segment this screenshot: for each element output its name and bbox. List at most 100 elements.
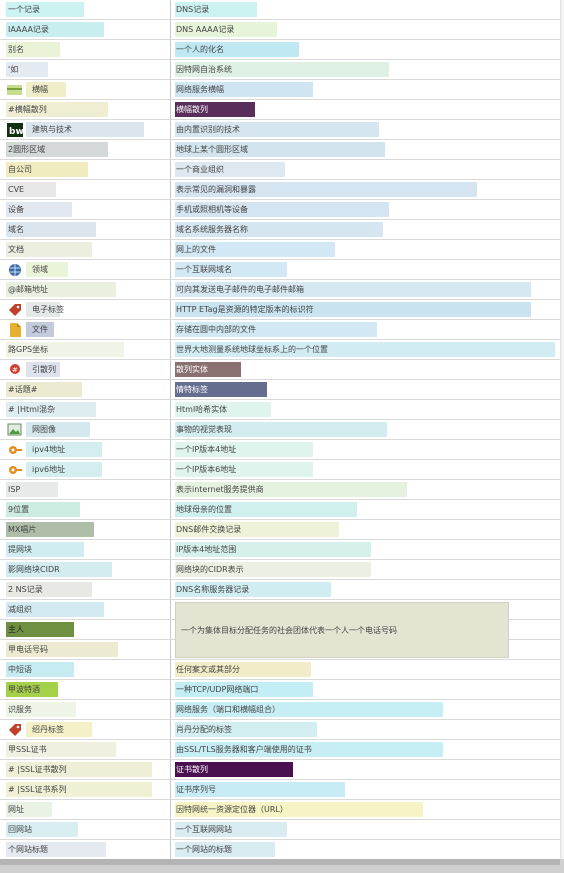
- entity-name-cell: # |SSL证书散列: [0, 760, 171, 779]
- table-row[interactable]: 2圆形区域地球上某个圆形区域: [0, 140, 560, 160]
- horizontal-scroll-thumb[interactable]: [0, 859, 560, 865]
- vertical-scroll-track[interactable]: [560, 0, 564, 859]
- entity-name-label: 识服务: [8, 705, 32, 714]
- entity-name-label: 设备: [8, 205, 24, 214]
- table-row[interactable]: #引散列散列实体: [0, 360, 560, 380]
- entity-description-label: Html哈希实体: [176, 405, 228, 414]
- table-row[interactable]: 别名一个人的化名: [0, 40, 560, 60]
- entity-name-label: 甲电话号码: [8, 645, 48, 654]
- description-highlight: [175, 62, 389, 77]
- entity-description-label: 域名系统服务器名称: [176, 225, 248, 234]
- entity-name-cell: 域名: [0, 220, 171, 239]
- entity-description-cell: 一个IP版本6地址: [171, 460, 560, 479]
- table-row[interactable]: 甲波特酒一种TCP/UDP网络端口: [0, 680, 560, 700]
- entity-description-label: 可向其发送电子邮件的电子邮件邮箱: [176, 285, 304, 294]
- name-highlight: [6, 482, 58, 497]
- table-row[interactable]: 电子标签 HTTP ETag是资源的特定版本的标识符: [0, 300, 560, 320]
- table-row[interactable]: ipv6地址一个IP版本6地址: [0, 460, 560, 480]
- entity-description-label: 表示常见的漏洞和暴露: [176, 185, 256, 194]
- table-row[interactable]: #话题#情特标签: [0, 380, 560, 400]
- table-row[interactable]: 识服务网络服务（端口和横幅组合）: [0, 700, 560, 720]
- table-row[interactable]: 9位置 地球母亲的位置: [0, 500, 560, 520]
- entity-name-cell: 甲SSL证书: [0, 740, 171, 759]
- name-highlight: [6, 702, 76, 717]
- table-row[interactable]: 回网站一个互联网网站: [0, 820, 560, 840]
- entity-description-label: 因特网自治系统: [176, 65, 232, 74]
- table-row[interactable]: 设备手机或照相机等设备: [0, 200, 560, 220]
- entity-description-cell: DNS记录: [171, 0, 560, 19]
- name-highlight: [6, 682, 58, 697]
- entity-description-cell: 证书序列号: [171, 780, 560, 799]
- tag-icon: [6, 723, 24, 737]
- table-row[interactable]: 甲电话号码: [0, 640, 560, 660]
- table-row[interactable]: # |SSL证书系列证书序列号: [0, 780, 560, 800]
- table-row[interactable]: 中短语任何案文或其部分: [0, 660, 560, 680]
- entity-description-cell: 一个人的化名: [171, 40, 560, 59]
- horizontal-scrollbar[interactable]: [0, 859, 564, 873]
- table-row[interactable]: # |SSL证书散列证书散列: [0, 760, 560, 780]
- entity-description-label: 一个网站的标题: [176, 845, 232, 854]
- name-highlight: [26, 722, 92, 737]
- entity-name-label: 9位置: [8, 505, 30, 514]
- description-highlight: [175, 722, 317, 737]
- entity-name-cell: 绍丹标签: [0, 720, 171, 739]
- name-highlight: [6, 502, 80, 517]
- entity-description-cell: HTTP ETag是资源的特定版本的标识符: [171, 300, 560, 319]
- entity-name-cell: # |Html混杂: [0, 400, 171, 419]
- entity-name-cell: @邮箱地址: [0, 280, 171, 299]
- table-row[interactable]: 绍丹标签肖丹分配的标签: [0, 720, 560, 740]
- entity-description-label: DNS名称服务器记录: [176, 585, 250, 594]
- entity-description-cell: 事物的视觉表现: [171, 420, 560, 439]
- entity-name-cell: 主人: [0, 620, 171, 639]
- name-highlight: [6, 2, 84, 17]
- table-row[interactable]: #横幅散列横幅散列: [0, 100, 560, 120]
- table-row[interactable]: 文档网上的文件: [0, 240, 560, 260]
- table-row[interactable]: 网址因特网统一资源定位器（URL）: [0, 800, 560, 820]
- table-row[interactable]: 个网站标题一个网站的标题: [0, 840, 560, 860]
- entity-name-label: 网址: [8, 805, 24, 814]
- description-highlight: [175, 742, 443, 757]
- entity-name-cell: 中短语: [0, 660, 171, 679]
- description-highlight: [175, 162, 285, 177]
- table-row[interactable]: 领域一个互联网域名: [0, 260, 560, 280]
- table-row[interactable]: '如因特网自治系统: [0, 60, 560, 80]
- entity-description-label: DNS AAAA记录: [176, 25, 235, 34]
- name-highlight: [6, 182, 56, 197]
- table-row[interactable]: 自公司一个商业组织: [0, 160, 560, 180]
- table-row[interactable]: 域名 域名系统服务器名称: [0, 220, 560, 240]
- entity-name-cell: ipv4地址: [0, 440, 171, 459]
- description-highlight: [175, 342, 555, 357]
- description-highlight: [175, 402, 271, 417]
- description-highlight: [175, 482, 407, 497]
- table-row[interactable]: 文件存储在圆中内部的文件: [0, 320, 560, 340]
- table-row[interactable]: ipv4地址一个IP版本4地址: [0, 440, 560, 460]
- table-row[interactable]: 路GPS坐标世界大地测量系统地球坐标系上的一个位置: [0, 340, 560, 360]
- entity-description-cell: 因特网自治系统: [171, 60, 560, 79]
- entity-name-label: 甲SSL证书: [8, 745, 47, 754]
- entity-name-label: 领域: [32, 265, 48, 274]
- ip-icon: [6, 443, 24, 457]
- table-row[interactable]: # |Html混杂 Html哈希实体: [0, 400, 560, 420]
- table-row[interactable]: 横幅网络服务横幅: [0, 80, 560, 100]
- entity-description-cell: 世界大地测量系统地球坐标系上的一个位置: [171, 340, 560, 359]
- description-highlight: [175, 222, 383, 237]
- entity-description-cell: 地球母亲的位置: [171, 500, 560, 519]
- table-row[interactable]: 甲SSL证书由SSL/TLS服务器和客户端使用的证书: [0, 740, 560, 760]
- table-row[interactable]: 网图像事物的视觉表现: [0, 420, 560, 440]
- name-highlight: [6, 762, 152, 777]
- entity-name-label: 域名: [8, 225, 24, 234]
- entity-name-cell: 提网块: [0, 540, 171, 559]
- table-row[interactable]: @邮箱地址可向其发送电子邮件的电子邮件邮箱: [0, 280, 560, 300]
- entity-name-label: 电子标签: [32, 305, 64, 314]
- description-highlight: [175, 122, 379, 137]
